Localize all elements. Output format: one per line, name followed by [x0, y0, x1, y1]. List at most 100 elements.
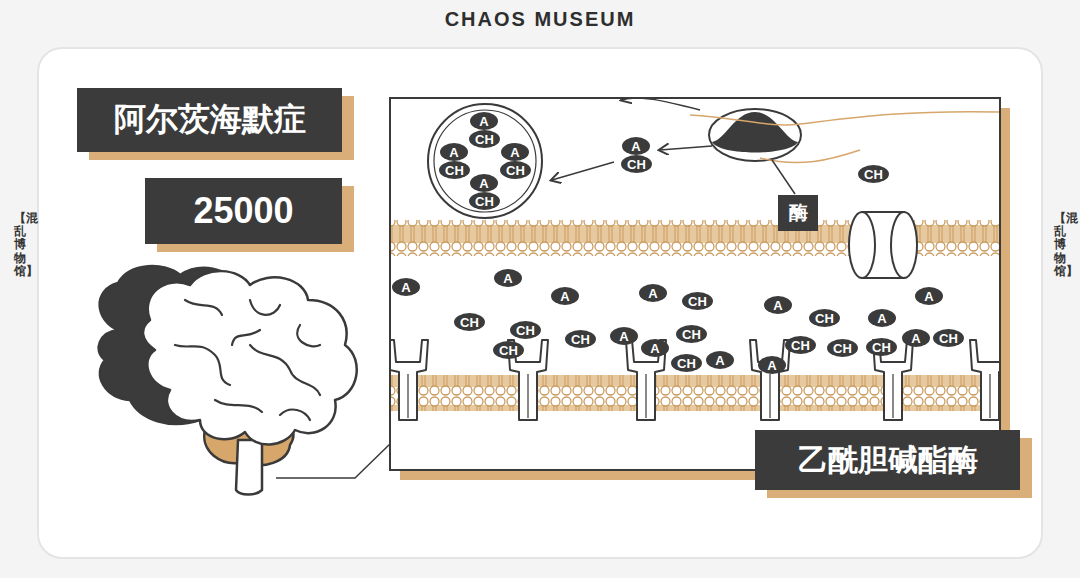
receptor-line [769, 374, 770, 418]
box-label: 乙酰胆碱酯酶 [798, 440, 978, 481]
molecule-label: CH [939, 331, 958, 346]
molecule-oval: CH [671, 354, 702, 372]
molecule-oval: CH [858, 165, 889, 183]
molecule-label: A [767, 358, 776, 373]
receptor [750, 340, 790, 420]
molecule-oval: A [551, 287, 579, 305]
molecule-label: CH [460, 315, 479, 330]
vesicle-inner [434, 110, 536, 212]
molecule-oval: A [494, 269, 522, 287]
molecule-oval: A [915, 287, 943, 305]
molecule-oval: CH [439, 161, 470, 179]
molecule-oval: CH [510, 321, 541, 339]
molecule-oval: A [764, 296, 792, 314]
molecule-label: A [924, 289, 933, 304]
molecule-label: A [715, 353, 724, 368]
molecule-oval: CH [785, 336, 816, 354]
molecule-label: CH [872, 340, 891, 355]
box-label: 阿尔茨海默症 [114, 98, 306, 142]
page-title: CHAOS MUSEUM [0, 8, 1080, 31]
receptors [391, 340, 999, 420]
card [38, 48, 1042, 558]
molecule-label: A [877, 311, 886, 326]
molecule-label: A [479, 114, 488, 129]
receptor [391, 340, 428, 420]
molecule-label: CH [475, 194, 494, 209]
molecule-label: A [479, 176, 488, 191]
label-box: 阿尔茨海默症 [77, 88, 342, 152]
receptor [970, 340, 999, 420]
molecule-label: CH [791, 338, 810, 353]
molecule-oval: A [868, 309, 896, 327]
molecule-label: A [619, 329, 628, 344]
molecule-label: CH [516, 323, 535, 338]
box-label: 酶 [789, 200, 808, 226]
molecule-label: CH [445, 163, 464, 178]
molecule-label: CH [627, 157, 646, 172]
molecule-oval: A [610, 327, 638, 345]
molecule-label: A [401, 280, 410, 295]
receptor-line [407, 374, 408, 418]
molecule-label: A [560, 289, 569, 304]
molecule-oval: A [641, 339, 669, 357]
molecule-label: A [449, 145, 458, 160]
label-box: 酶 [778, 195, 818, 231]
molecule-oval: CH [500, 161, 531, 179]
molecule-label: A [773, 298, 782, 313]
side-watermark: 【混乱博物馆】 [14, 212, 26, 278]
label-box: 25000 [145, 178, 342, 244]
molecule-oval: A [758, 356, 786, 374]
leader-line [276, 442, 392, 478]
molecule-label: CH [499, 343, 518, 358]
molecule-oval: CH [469, 130, 500, 148]
molecule-oval: CH [565, 330, 596, 348]
molecule-oval: CH [493, 341, 524, 359]
molecule-label: A [510, 145, 519, 160]
molecule-oval: A [392, 278, 420, 296]
molecule-oval: CH [827, 339, 858, 357]
molecule-oval: A [470, 174, 498, 192]
receptor-line [645, 374, 646, 418]
molecule-label: CH [682, 327, 701, 342]
molecule-oval: CH [621, 155, 652, 173]
enzyme-symbol [552, 99, 999, 194]
molecule-label: A [631, 139, 640, 154]
box-label: 25000 [193, 190, 293, 232]
molecule-oval: A [470, 112, 498, 130]
molecule-oval: CH [454, 313, 485, 331]
molecule-label: CH [815, 311, 834, 326]
molecule-oval: CH [682, 292, 713, 310]
postsynaptic-membrane [391, 375, 999, 411]
molecule-label: CH [475, 132, 494, 147]
molecule-label: CH [688, 294, 707, 309]
inset-panel [390, 98, 1000, 470]
molecule-label: CH [833, 341, 852, 356]
receptor-line [989, 374, 990, 418]
receptor-line [527, 374, 528, 418]
transporter [849, 212, 917, 278]
brain [99, 266, 357, 494]
molecule-label: CH [677, 356, 696, 371]
molecule-oval: A [440, 143, 468, 161]
molecule-oval: A [501, 143, 529, 161]
molecule-oval: CH [866, 338, 897, 356]
molecule-label: CH [864, 167, 883, 182]
molecule-oval: A [639, 284, 667, 302]
molecule-label: A [911, 331, 920, 346]
receptor-line [892, 374, 893, 418]
vesicle [428, 104, 542, 218]
molecule-oval: CH [933, 329, 964, 347]
molecule-oval: CH [809, 309, 840, 327]
molecule-oval: CH [676, 325, 707, 343]
molecule-label: A [650, 341, 659, 356]
molecule-oval: CH [469, 192, 500, 210]
molecule-label: A [503, 271, 512, 286]
side-watermark: 【混乱博物馆】 [1054, 212, 1066, 278]
molecule-oval: A [622, 137, 650, 155]
label-box: 乙酰胆碱酯酶 [755, 430, 1020, 490]
molecule-label: CH [506, 163, 525, 178]
molecule-oval: A [706, 351, 734, 369]
molecule-oval: A [902, 329, 930, 347]
molecule-label: CH [571, 332, 590, 347]
molecule-label: A [648, 286, 657, 301]
